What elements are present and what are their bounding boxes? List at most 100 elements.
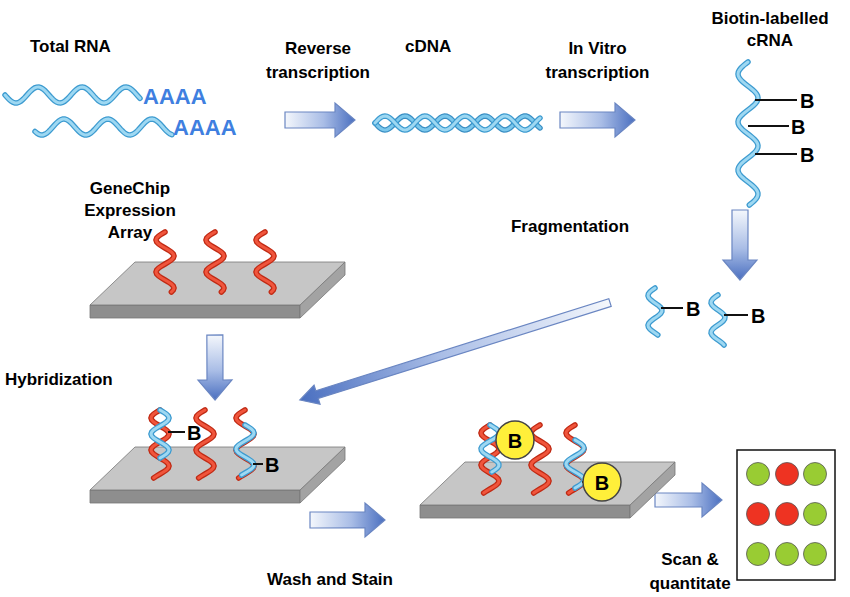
crna-fragment [648, 288, 662, 335]
illustration-group [648, 288, 748, 345]
step-label: Hybridization [5, 368, 125, 392]
result-spot [804, 543, 827, 566]
bound-fragment [151, 410, 169, 458]
result-spot [747, 503, 770, 526]
cdna-strand [375, 116, 540, 130]
rna-strand [35, 119, 172, 135]
biotin-link [724, 314, 748, 316]
bound-fragment [236, 425, 254, 475]
biotin-tag: B [791, 114, 811, 140]
illustration-group [90, 232, 345, 318]
hybridized-array-group: BB [85, 400, 310, 540]
scan-arrow [655, 483, 722, 517]
biotin-tag: B [686, 296, 706, 322]
probe-strand [156, 232, 174, 292]
stained-array-group: BB [385, 405, 655, 545]
step-label: In Vitro transcription [540, 37, 655, 85]
bound-fragment [566, 440, 584, 488]
crna-fragment [648, 288, 662, 335]
biotin-tag: B [187, 420, 207, 446]
biotin-link [748, 125, 789, 127]
block-arrow [198, 335, 232, 400]
biotin-link [253, 463, 263, 465]
total-rna-group: Total RNA AAAAAAAA [0, 25, 285, 150]
probe-strand [256, 232, 274, 292]
array-slab-top [90, 447, 345, 490]
step-label: Wash and Stain [250, 568, 410, 592]
probe-strand [256, 232, 274, 292]
rna-strand [5, 87, 140, 103]
result-spot [776, 503, 799, 526]
probe-strand [566, 425, 584, 493]
biotin-tag: B [505, 428, 525, 454]
streptavidin-stain [583, 463, 621, 501]
array-slab-front [90, 490, 300, 503]
result-spot [747, 543, 770, 566]
biotin-tag: B [800, 142, 820, 168]
node-illustration [85, 175, 350, 335]
illustration-group [420, 421, 675, 518]
streptavidin-stain [496, 421, 534, 459]
step-label: Reverse transcription [258, 37, 378, 85]
block-arrow [723, 210, 757, 280]
bound-fragment [566, 440, 584, 488]
probe-strand [206, 232, 224, 292]
biotin-link [661, 307, 683, 309]
illustration-group [375, 116, 540, 130]
node-title: Total RNA [30, 36, 150, 58]
poly-a-tail: AAAA [173, 114, 253, 143]
node-illustration [355, 25, 560, 150]
poly-a-tail: AAAA [143, 83, 223, 112]
probe-strand [156, 232, 174, 292]
probe-strand [566, 425, 584, 493]
probe-strand [206, 232, 224, 292]
node-illustration [385, 405, 655, 545]
result-spot [804, 503, 827, 526]
cdna-strand [375, 116, 540, 130]
crna-fragment [711, 295, 725, 345]
illustration-group [90, 410, 345, 503]
bound-fragment [481, 425, 499, 472]
result-grid-frame [737, 450, 835, 580]
bound-fragment [481, 425, 499, 472]
probe-strand [236, 410, 254, 478]
biotin-tag: B [265, 452, 285, 478]
node-title: Biotin-labelled cRNA [695, 8, 845, 52]
array-slab-front [420, 505, 630, 518]
result-spot [804, 463, 827, 486]
probe-strand [151, 410, 169, 478]
result-spot [776, 463, 799, 486]
biotin-link [755, 99, 797, 101]
array-slab-front [90, 305, 300, 318]
biotin-link [168, 431, 185, 433]
result-spot [776, 543, 799, 566]
result-spot [747, 463, 770, 486]
block-arrow [560, 103, 635, 137]
step-label: Scan & quantitate [640, 548, 740, 596]
biotin-tag: B [800, 88, 820, 114]
step-label: Fragmentation [505, 215, 635, 239]
cdna-strand [375, 116, 540, 130]
illustration-group [738, 62, 797, 205]
bound-fragment [151, 410, 169, 458]
crna-strand [738, 62, 758, 205]
node-title: GeneChip Expression Array [80, 178, 180, 244]
probe-strand [236, 410, 254, 478]
biotin-tag: B [592, 470, 612, 496]
array-group: GeneChip Expression Array [85, 175, 350, 335]
crna-strand [738, 62, 758, 205]
node-title: cDNA [405, 36, 475, 58]
crna-group: Biotin-labelled cRNABBB [635, 5, 845, 210]
rna-strand [35, 119, 172, 135]
biotin-link [755, 153, 797, 155]
block-arrow [300, 299, 611, 404]
biotin-tag: B [751, 303, 771, 329]
fragment-group: BB [610, 280, 845, 355]
block-arrow [310, 503, 385, 537]
block-arrow [285, 103, 355, 137]
crna-fragment [711, 295, 725, 345]
